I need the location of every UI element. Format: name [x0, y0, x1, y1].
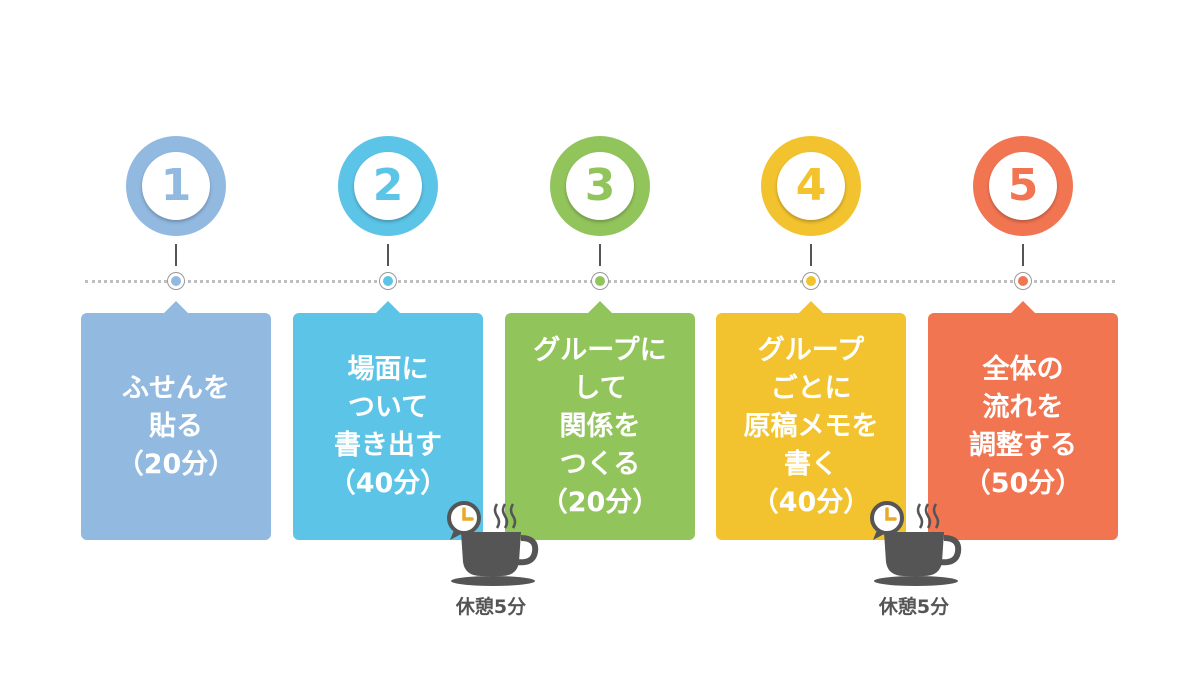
- step-card: 全体の 流れを 調整する （50分）: [928, 301, 1118, 540]
- timeline-node: [1015, 273, 1031, 289]
- break-2: 休憩5分: [864, 500, 964, 618]
- coffee-cup-clock-icon: [447, 501, 539, 586]
- step-number-badge: 3: [550, 136, 650, 236]
- connector-stem: [175, 244, 177, 266]
- step-text: 全体の 流れを 調整する （50分）: [963, 353, 1083, 499]
- step-card: ふせんを 貼る （20分）: [81, 301, 271, 540]
- timeline-node: [592, 273, 608, 289]
- break-label: 休憩5分: [455, 596, 527, 618]
- step-number: 1: [142, 152, 210, 220]
- connector-stem: [1022, 244, 1024, 266]
- step-number: 3: [566, 152, 634, 220]
- step-number-badge: 1: [126, 136, 226, 236]
- step-card: グループに して 関係を つくる （20分）: [505, 301, 695, 540]
- connector-stem: [387, 244, 389, 266]
- step-text: ふせんを 貼る （20分）: [116, 372, 236, 480]
- break-label: 休憩5分: [878, 596, 950, 618]
- step-text: 場面に ついて 書き出す （40分）: [328, 353, 448, 499]
- timeline-node: [168, 273, 184, 289]
- coffee-cup-clock-icon: [870, 501, 962, 586]
- connector-stem: [599, 244, 601, 266]
- step-card: グループ ごとに 原稿メモを 書く （40分）: [716, 301, 906, 540]
- step-number: 2: [354, 152, 422, 220]
- step-number-badge: 4: [761, 136, 861, 236]
- timeline-node: [803, 273, 819, 289]
- step-text: グループ ごとに 原稿メモを 書く （40分）: [743, 334, 879, 518]
- step-number: 5: [989, 152, 1057, 220]
- step-card: 場面に ついて 書き出す （40分）: [293, 301, 483, 540]
- break-1: 休憩5分: [441, 500, 541, 618]
- step-number-badge: 2: [338, 136, 438, 236]
- timeline-node: [380, 273, 396, 289]
- connector-stem: [810, 244, 812, 266]
- step-number: 4: [777, 152, 845, 220]
- step-number-badge: 5: [973, 136, 1073, 236]
- step-text: グループに して 関係を つくる （20分）: [533, 334, 667, 518]
